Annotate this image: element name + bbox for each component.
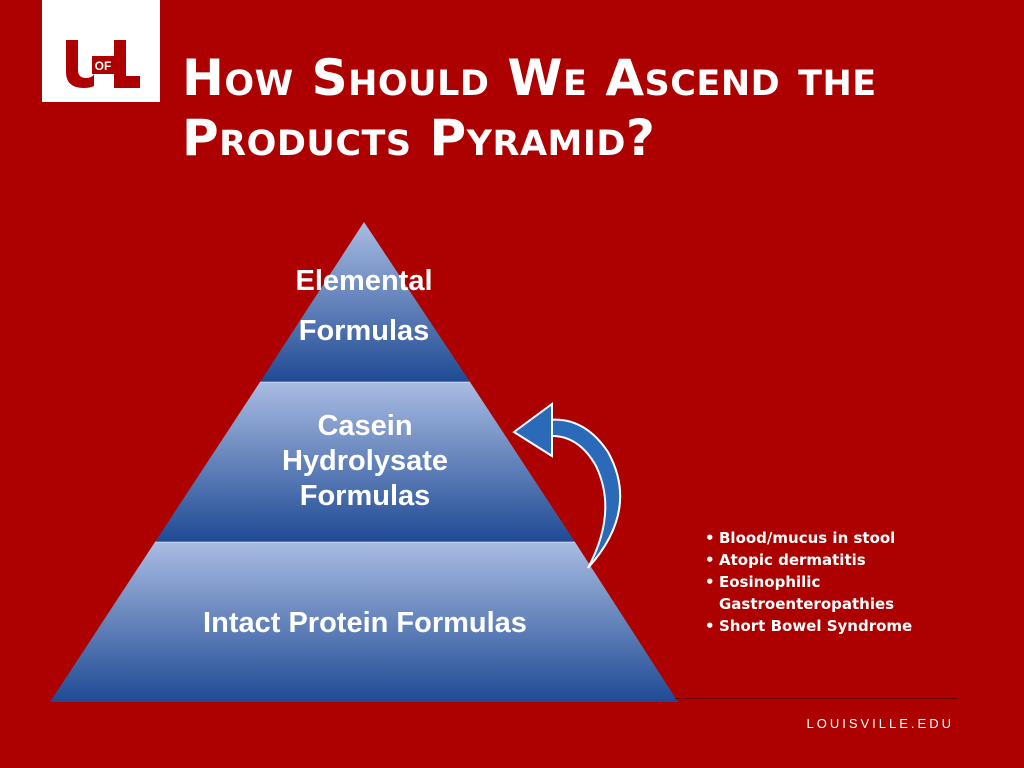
bullet-item: Eosinophilic Gastroenteropathies: [705, 571, 965, 615]
pyramid-tier-top: [260, 222, 470, 382]
tier-elemental-line2: Formulas: [298, 315, 430, 347]
tier-casein-line3: Formulas: [299, 480, 431, 512]
tier-elemental-line1: Elemental: [295, 265, 433, 297]
page-title: How Should We Ascend the Products Pyrami…: [182, 49, 877, 167]
logo-small-text: OF: [95, 59, 112, 73]
bullet-item: Short Bowel Syndrome: [705, 615, 965, 637]
footer-url: LOUISVILLE.EDU: [806, 716, 954, 731]
tier-elemental-label: Elemental Formulas: [264, 256, 464, 356]
curved-up-arrow-icon: [512, 402, 622, 569]
tier-intact-label: Intact Protein Formulas: [203, 607, 527, 639]
pyramid-tier-bottom: [50, 542, 678, 702]
bullet-item: Atopic dermatitis: [705, 549, 965, 571]
bullet-item: Blood/mucus in stool: [705, 527, 965, 549]
tier-casein-line1: Casein: [317, 410, 413, 442]
footer-divider: [675, 698, 957, 699]
tier-casein-line2: Hydrolysate: [281, 445, 448, 477]
logo: OF: [42, 0, 160, 102]
university-of-louisville-logo-icon: OF: [66, 40, 140, 88]
indication-bullet-list: Blood/mucus in stool Atopic dermatitis E…: [705, 527, 965, 637]
pyramid-tier-middle: [155, 382, 575, 542]
tier-casein-label: Casein Hydrolysate Formulas: [230, 409, 500, 514]
